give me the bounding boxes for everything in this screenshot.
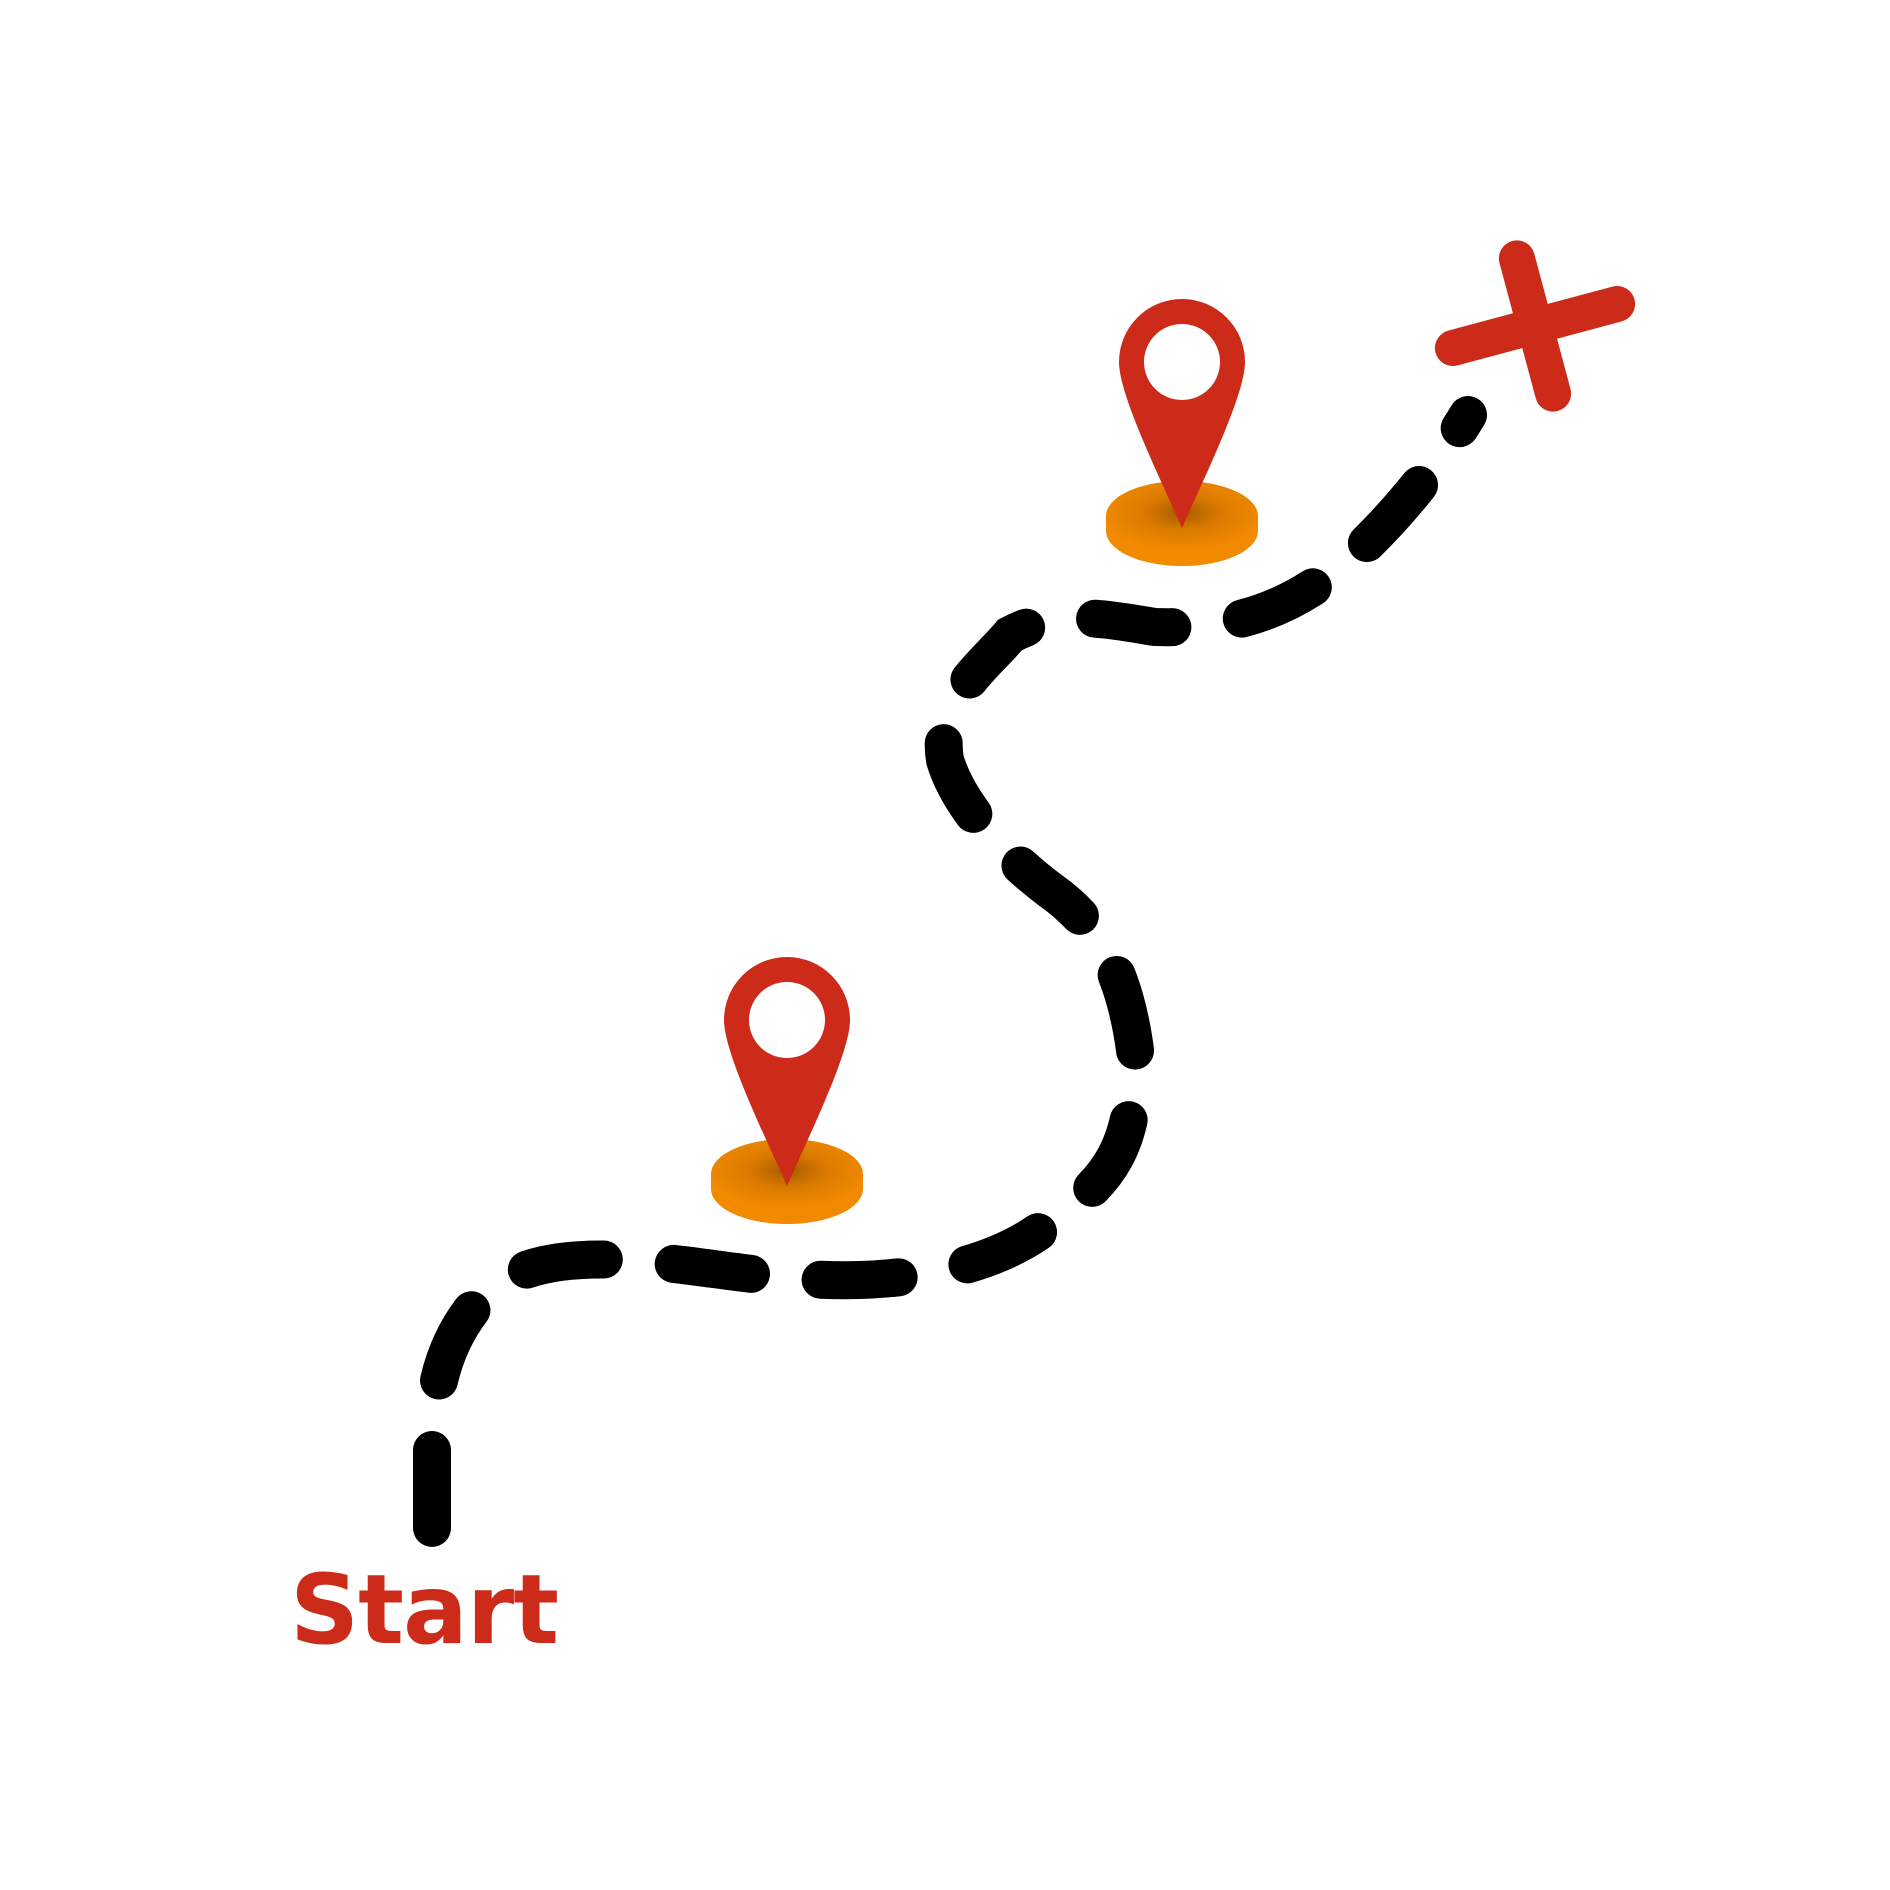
pin-hole (749, 982, 825, 1058)
pin-hole (1144, 324, 1220, 400)
dashed-route-path (413, 396, 1487, 1547)
start-label: Start (290, 1554, 559, 1666)
map-pin-icon (1106, 299, 1258, 566)
x-mark-icon (1434, 240, 1636, 412)
map-pin-icon (711, 957, 863, 1224)
